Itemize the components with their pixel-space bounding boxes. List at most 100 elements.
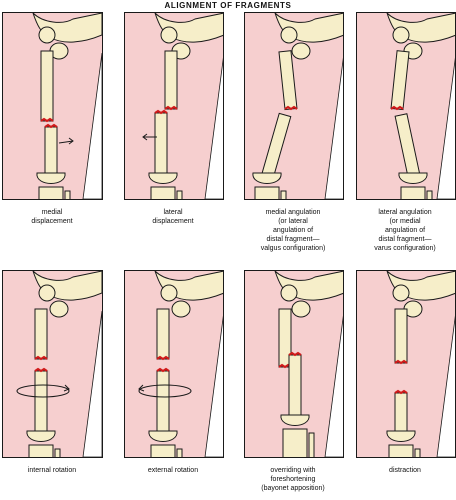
fibula [176, 190, 183, 199]
fracture-line [156, 355, 170, 361]
panel-external-rotation [124, 270, 224, 458]
femoral-head [160, 26, 178, 44]
tibia [150, 186, 176, 199]
fibula [64, 190, 71, 199]
tibia [388, 444, 414, 457]
tibia [38, 186, 64, 199]
femoral-condyles [26, 430, 56, 442]
panel-lateral-angulation [356, 12, 456, 200]
proximal-fragment [394, 308, 408, 364]
displacement-arrowhead [68, 137, 74, 145]
fibula [176, 448, 183, 457]
distal-fragment [394, 113, 422, 182]
caption-line: (bayonet apposition) [261, 485, 325, 492]
caption-line: displacement [31, 218, 73, 225]
panel-distraction [356, 270, 456, 458]
fracture-line [154, 109, 168, 115]
rotation-arrowhead [63, 384, 70, 392]
femoral-condyles [148, 172, 178, 184]
background-region [436, 57, 455, 199]
displacement-arrow [58, 140, 74, 144]
femoral-condyles [252, 172, 282, 184]
fracture-line [156, 367, 170, 373]
proximal-fragment [278, 50, 298, 111]
caption-line: angulation of [272, 227, 314, 234]
caption-line: medial [41, 209, 63, 216]
rotation-arrow [16, 384, 70, 398]
caption-line: (or medial [389, 218, 421, 225]
distal-fragment [34, 370, 48, 440]
background-region [82, 310, 102, 457]
caption-external-rotation: external rotation [118, 466, 228, 475]
background-region [436, 315, 455, 457]
femoral-head [38, 26, 56, 44]
distal-fragment [154, 112, 168, 182]
caption-line: external rotation [147, 467, 199, 474]
caption-lateral-angulation: lateral angulation (or medial angulation o… [350, 208, 456, 253]
femoral-head [392, 284, 410, 302]
caption-line: internal rotation [27, 467, 77, 474]
fracture-line [34, 367, 48, 373]
background-region [82, 52, 102, 199]
panel-medial-angulation [244, 12, 344, 200]
fracture-line [284, 105, 298, 111]
greater-trochanter [291, 300, 311, 318]
background-region [204, 57, 223, 199]
rotation-arrowhead [138, 384, 145, 392]
femoral-head [280, 26, 298, 44]
femoral-condyles [36, 172, 66, 184]
femoral-head [280, 284, 298, 302]
panel-internal-rotation [2, 270, 103, 458]
fracture-line [34, 355, 48, 361]
femoral-condyles [280, 414, 310, 426]
femoral-head [392, 26, 410, 44]
fracture-line [288, 351, 302, 357]
fracture-line [40, 117, 54, 123]
femoral-condyles [386, 430, 416, 442]
tibia [400, 186, 426, 199]
distal-fragment [156, 370, 170, 440]
femoral-condyles [398, 172, 428, 184]
femoral-head [38, 284, 56, 302]
caption-line: lateral angulation [378, 209, 432, 216]
fracture-line [394, 359, 408, 365]
caption-internal-rotation: internal rotation [0, 466, 107, 475]
tibia [282, 428, 308, 457]
figure-title: ALIGNMENT OF FRAGMENTS [164, 1, 292, 10]
proximal-fragment [390, 50, 410, 111]
background-region [204, 315, 223, 457]
caption-line: angulation of [384, 227, 426, 234]
fibula [426, 190, 433, 199]
caption-distraction: distraction [350, 466, 456, 475]
caption-line: overriding with [270, 467, 316, 474]
fracture-line [44, 123, 58, 129]
greater-trochanter [291, 42, 311, 60]
background-region [324, 315, 343, 457]
tibia [150, 444, 176, 457]
fibula [414, 448, 421, 457]
distal-fragment [260, 112, 292, 181]
femoral-head [160, 284, 178, 302]
caption-line: distal fragment— [378, 236, 432, 243]
panel-medial-displacement [2, 12, 103, 200]
caption-line: foreshortening [270, 476, 316, 483]
caption-overriding: overriding with foreshortening (bayonet ap… [238, 466, 348, 493]
panel-overriding [244, 270, 344, 458]
proximal-fragment [156, 308, 170, 360]
fracture-line [394, 389, 408, 395]
background-region [324, 57, 343, 199]
proximal-fragment [34, 308, 48, 360]
caption-line: distraction [389, 467, 421, 474]
fracture-line [390, 105, 404, 111]
displacement-arrowhead [142, 133, 148, 141]
greater-trochanter [171, 300, 191, 318]
fibula [308, 432, 315, 457]
caption-line: lateral [163, 209, 183, 216]
femoral-condyles [148, 430, 178, 442]
rotation-arrow [138, 384, 192, 398]
fracture-line [164, 105, 178, 111]
proximal-fragment [164, 50, 178, 110]
fibula [280, 190, 287, 199]
